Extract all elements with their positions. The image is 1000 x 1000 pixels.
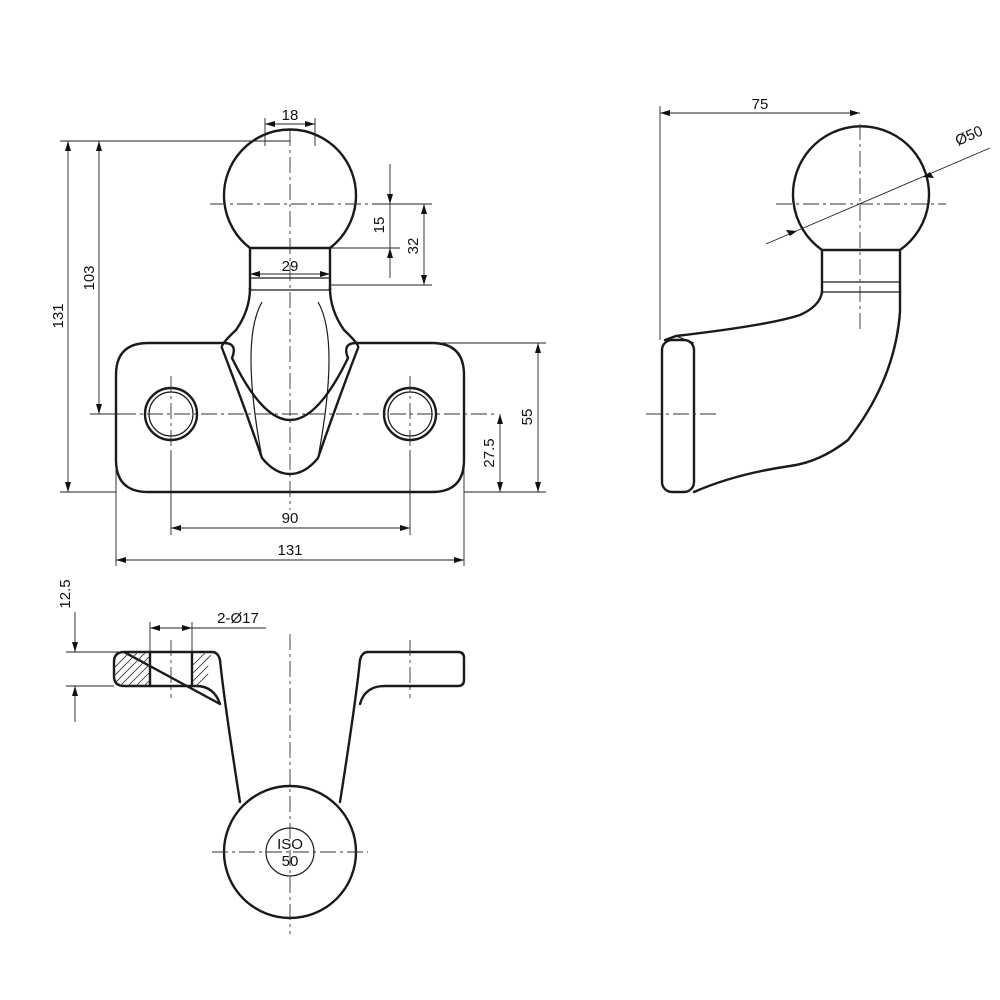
front-view [114,128,496,510]
front-neck-collar [248,246,332,292]
dim-neck-width: 29 [282,258,299,275]
dim-neck-height: 32 [405,238,422,255]
dim-ball-size: Ø50 [953,123,986,150]
dim-total-height: 131 [50,303,67,328]
top-column [218,658,362,804]
dim-plate-height: 55 [519,409,536,426]
front-neck-inner-right [317,301,330,459]
side-view [646,124,946,494]
top-plate [112,650,466,706]
side-arm [663,290,902,494]
dim-reach: 75 [752,96,769,113]
front-neck-inner-left [250,301,263,459]
front-dimensions: 18 131 103 15 32 29 [50,107,546,566]
top-dimensions: 12.5 2-Ø17 [57,579,266,722]
side-neck-collar [820,248,902,294]
dim-holes: 2-Ø17 [217,610,259,627]
side-dimensions: 75 Ø50 [659,96,991,340]
side-ball [791,125,931,252]
dim-hole-spacing: 90 [282,510,299,527]
top-view: ISO 50 [112,634,466,934]
dim-plate-thickness: 12.5 [57,579,74,608]
dim-neck-offset: 15 [371,217,388,234]
dim-hole-center-height: 27.5 [481,438,498,467]
dim-plate-width: 131 [277,542,302,559]
front-ball [222,128,358,250]
side-mounting-plate [660,338,696,494]
dim-ball-to-holes: 103 [81,265,98,290]
dim-ball-diameter: 18 [282,107,299,124]
